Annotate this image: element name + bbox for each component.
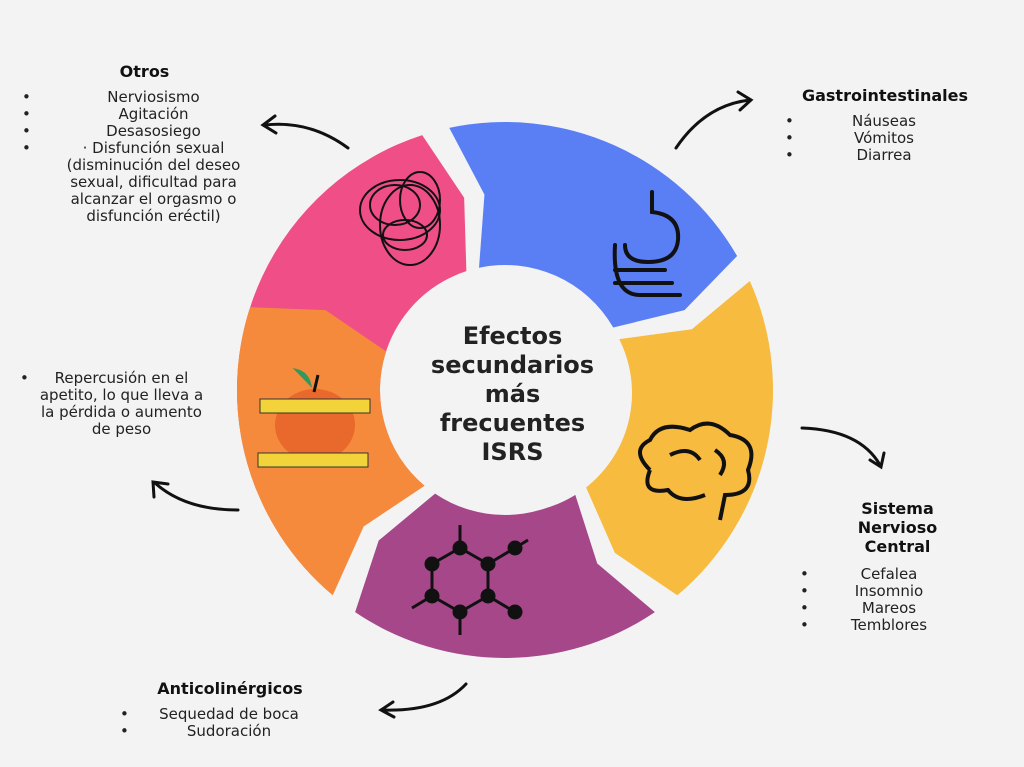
apetito-block: Repercusión en el apetito, lo que lleva … [20, 370, 205, 438]
list-item: Temblores [800, 617, 960, 635]
list-item: Vómitos [785, 130, 965, 148]
gastro-title: Gastrointestinales [801, 86, 969, 105]
list-item: Desasosiego [22, 123, 267, 141]
otros-title: Otros [119, 62, 170, 81]
arrow-apetito [151, 480, 240, 512]
arrow-antico [378, 682, 468, 719]
apple-tape-measure-icon [257, 367, 371, 468]
segment-snc [585, 280, 774, 596]
arrow-otros [260, 114, 350, 150]
list-item: Diarrea [785, 147, 965, 165]
list-item: Repercusión en el apetito, lo que lleva … [20, 370, 205, 438]
center-circle [392, 273, 632, 513]
title-line: Efectos [462, 322, 563, 350]
antico-title: Anticolinérgicos [157, 679, 303, 698]
list-item: Insomnio [800, 583, 960, 601]
segment-gastro [449, 122, 738, 328]
arrow-snc [800, 426, 886, 470]
molecule-icon [411, 525, 529, 635]
segment-antico [355, 493, 655, 658]
list-item: Sudoración [120, 723, 320, 741]
list-item: Mareos [800, 600, 960, 618]
title-line: secundarios [430, 351, 595, 379]
list-item: · Disfunción sexual (disminución del des… [22, 140, 267, 225]
title-line: frecuentes [439, 409, 586, 437]
center-title: Efectos secundarios más frecuentes ISRS [405, 322, 620, 467]
brain-icon [638, 421, 754, 521]
tangled-scribble-icon [359, 171, 441, 266]
antico-block: Anticolinérgicos Sequedad de boca Sudora… [120, 679, 340, 740]
snc-title: Sistema Nervioso Central [857, 499, 938, 556]
list-item: Nerviosismo [22, 89, 267, 107]
gastro-block: Gastrointestinales Náuseas Vómitos Diarr… [775, 86, 995, 164]
stomach-intestine-icon [612, 190, 682, 297]
otros-block: Otros Nerviosismo Agitación Desasosiego … [22, 62, 267, 225]
list-item: Sequedad de boca [120, 706, 320, 724]
list-item: Náuseas [785, 113, 965, 131]
arrow-gastro [674, 90, 754, 150]
title-line: ISRS [481, 438, 544, 466]
title-line: más [484, 380, 541, 408]
list-item: Agitación [22, 106, 267, 124]
list-item: Cefalea [800, 566, 960, 584]
snc-block: Sistema Nervioso Central Cefalea Insomni… [790, 499, 1005, 634]
